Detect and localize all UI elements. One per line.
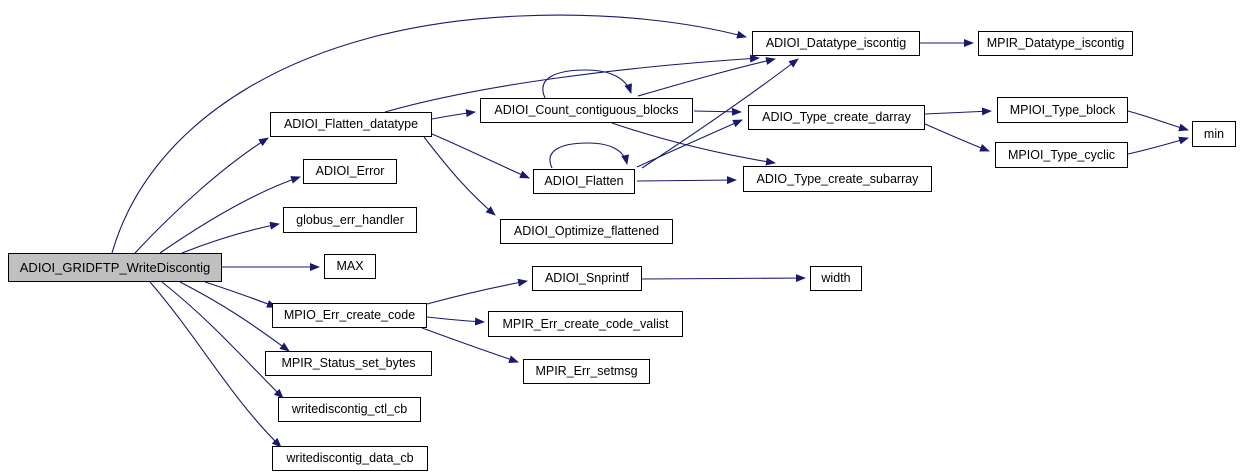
edge-adioi-count-contiguous-blocks-to-adio-type-create-darray: [693, 107, 742, 116]
edge-mpio-err-create-code-to-mpir-err-create-code-valist: [426, 316, 485, 326]
edge-mpioi-type-block-to-min: [1127, 110, 1189, 132]
edge-adioi-flatten-self-loop: [549, 142, 630, 169]
node-mpir-err-setmsg[interactable]: MPIR_Err_setmsg: [523, 359, 650, 384]
node-adioi-error[interactable]: ADIOI_Error: [303, 159, 397, 184]
node-adio-type-create-darray[interactable]: ADIO_Type_create_darray: [748, 105, 925, 130]
edge-main-to-mpir-status-set-bytes: [179, 281, 290, 352]
node-adioi-gridftp-writediscontig[interactable]: ADIOI_GRIDFTP_WriteDiscontig: [8, 253, 222, 282]
node-writediscontig-data-cb[interactable]: writediscontig_data_cb: [272, 446, 428, 471]
node-mpir-status-set-bytes[interactable]: MPIR_Status_set_bytes: [265, 351, 432, 376]
edge-main-to-adioi-flatten-datatype: [134, 137, 269, 254]
node-adioi-datatype-iscontig[interactable]: ADIOI_Datatype_iscontig: [752, 31, 920, 56]
edge-main-to-adioi-error: [159, 176, 301, 254]
node-adio-type-create-subarray[interactable]: ADIO_Type_create_subarray: [743, 166, 932, 192]
node-min[interactable]: min: [1192, 121, 1236, 147]
edge-main-to-adioi-datatype-iscontig: [111, 14, 747, 254]
edge-main-to-mpio-err-create-code: [204, 281, 277, 308]
edge-main-to-writediscontig-data-cb: [149, 281, 282, 448]
node-adioi-snprintf[interactable]: ADIOI_Snprintf: [532, 266, 642, 291]
node-adioi-count-contiguous-blocks[interactable]: ADIOI_Count_contiguous_blocks: [480, 98, 693, 123]
edge-adioi-count-contiguous-blocks-to-adioi-datatype-iscontig: [637, 57, 776, 97]
edge-adio-type-create-darray-to-mpioi-type-block: [924, 107, 992, 116]
edge-adioi-flatten-to-adio-type-create-darray: [636, 119, 743, 168]
edge-adioi-count-contiguous-blocks-self-loop: [542, 69, 632, 99]
edge-adioi-flatten-datatype-to-adioi-datatype-iscontig: [384, 54, 760, 113]
edge-mpio-err-create-code-to-adioi-snprintf: [426, 278, 528, 305]
node-adioi-flatten[interactable]: ADIOI_Flatten: [533, 169, 635, 194]
node-writediscontig-ctl-cb[interactable]: writediscontig_ctl_cb: [278, 397, 421, 422]
edge-mpioi-type-cyclic-to-min: [1127, 136, 1189, 155]
edge-adioi-flatten-datatype-to-adioi-count-contiguous-blocks: [431, 109, 476, 120]
edge-adioi-flatten-to-adioi-datatype-iscontig: [641, 58, 799, 169]
node-mpio-err-create-code[interactable]: MPIO_Err_create_code: [272, 303, 427, 328]
node-mpir-err-create-code-valist[interactable]: MPIR_Err_create_code_valist: [488, 311, 683, 337]
edge-adioi-snprintf-to-width: [641, 274, 806, 283]
node-globus-err-handler[interactable]: globus_err_handler: [283, 207, 417, 233]
node-max[interactable]: MAX: [324, 254, 376, 279]
edge-main-to-writediscontig-ctl-cb: [161, 281, 284, 399]
edge-adioi-flatten-datatype-to-adioi-flatten: [431, 133, 530, 179]
edge-main-to-globus-err-handler: [181, 221, 280, 254]
edge-mpio-err-create-code-to-mpir-err-setmsg: [421, 327, 519, 363]
node-mpir-datatype-iscontig[interactable]: MPIR_Datatype_iscontig: [978, 31, 1133, 56]
node-adioi-flatten-datatype[interactable]: ADIOI_Flatten_datatype: [270, 112, 432, 137]
edge-adio-type-create-darray-to-mpioi-type-cyclic: [924, 123, 990, 152]
edge-adioi-flatten-datatype-to-adioi-optimize-flattened: [423, 136, 496, 216]
edge-adioi-count-contiguous-blocks-to-adio-type-create-subarray: [611, 122, 776, 166]
node-mpioi-type-block[interactable]: MPIOI_Type_block: [997, 97, 1128, 123]
node-width[interactable]: width: [810, 266, 862, 291]
node-adioi-optimize-flattened[interactable]: ADIOI_Optimize_flattened: [500, 219, 673, 244]
edge-adioi-flatten-to-adio-type-create-subarray: [636, 176, 737, 185]
node-mpioi-type-cyclic[interactable]: MPIOI_Type_cyclic: [995, 142, 1128, 168]
